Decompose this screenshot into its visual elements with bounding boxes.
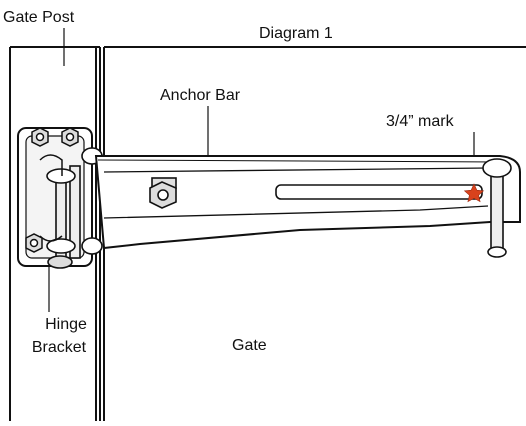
anchor-bar-label: Anchor Bar xyxy=(160,87,241,104)
three-quarter-mark-label: 3/4” mark xyxy=(386,113,454,130)
bar-end-pin xyxy=(482,158,512,258)
gate-post-label: Gate Post xyxy=(3,9,75,26)
gate-post xyxy=(9,46,101,421)
gate-label: Gate xyxy=(232,337,267,354)
hinge-pins xyxy=(46,147,103,269)
hinge-bracket-label-line1: Hinge xyxy=(45,316,87,333)
hinge-bracket-label-line2: Bracket xyxy=(31,339,87,356)
star-marker-icon xyxy=(463,183,485,203)
adjuster-nut xyxy=(149,177,177,209)
bracket-bolts xyxy=(25,127,79,253)
hinge-bracket xyxy=(17,127,103,269)
anchor-bar xyxy=(94,155,521,258)
adjustment-slot xyxy=(275,184,483,200)
diagram-title: Diagram 1 xyxy=(259,25,333,42)
